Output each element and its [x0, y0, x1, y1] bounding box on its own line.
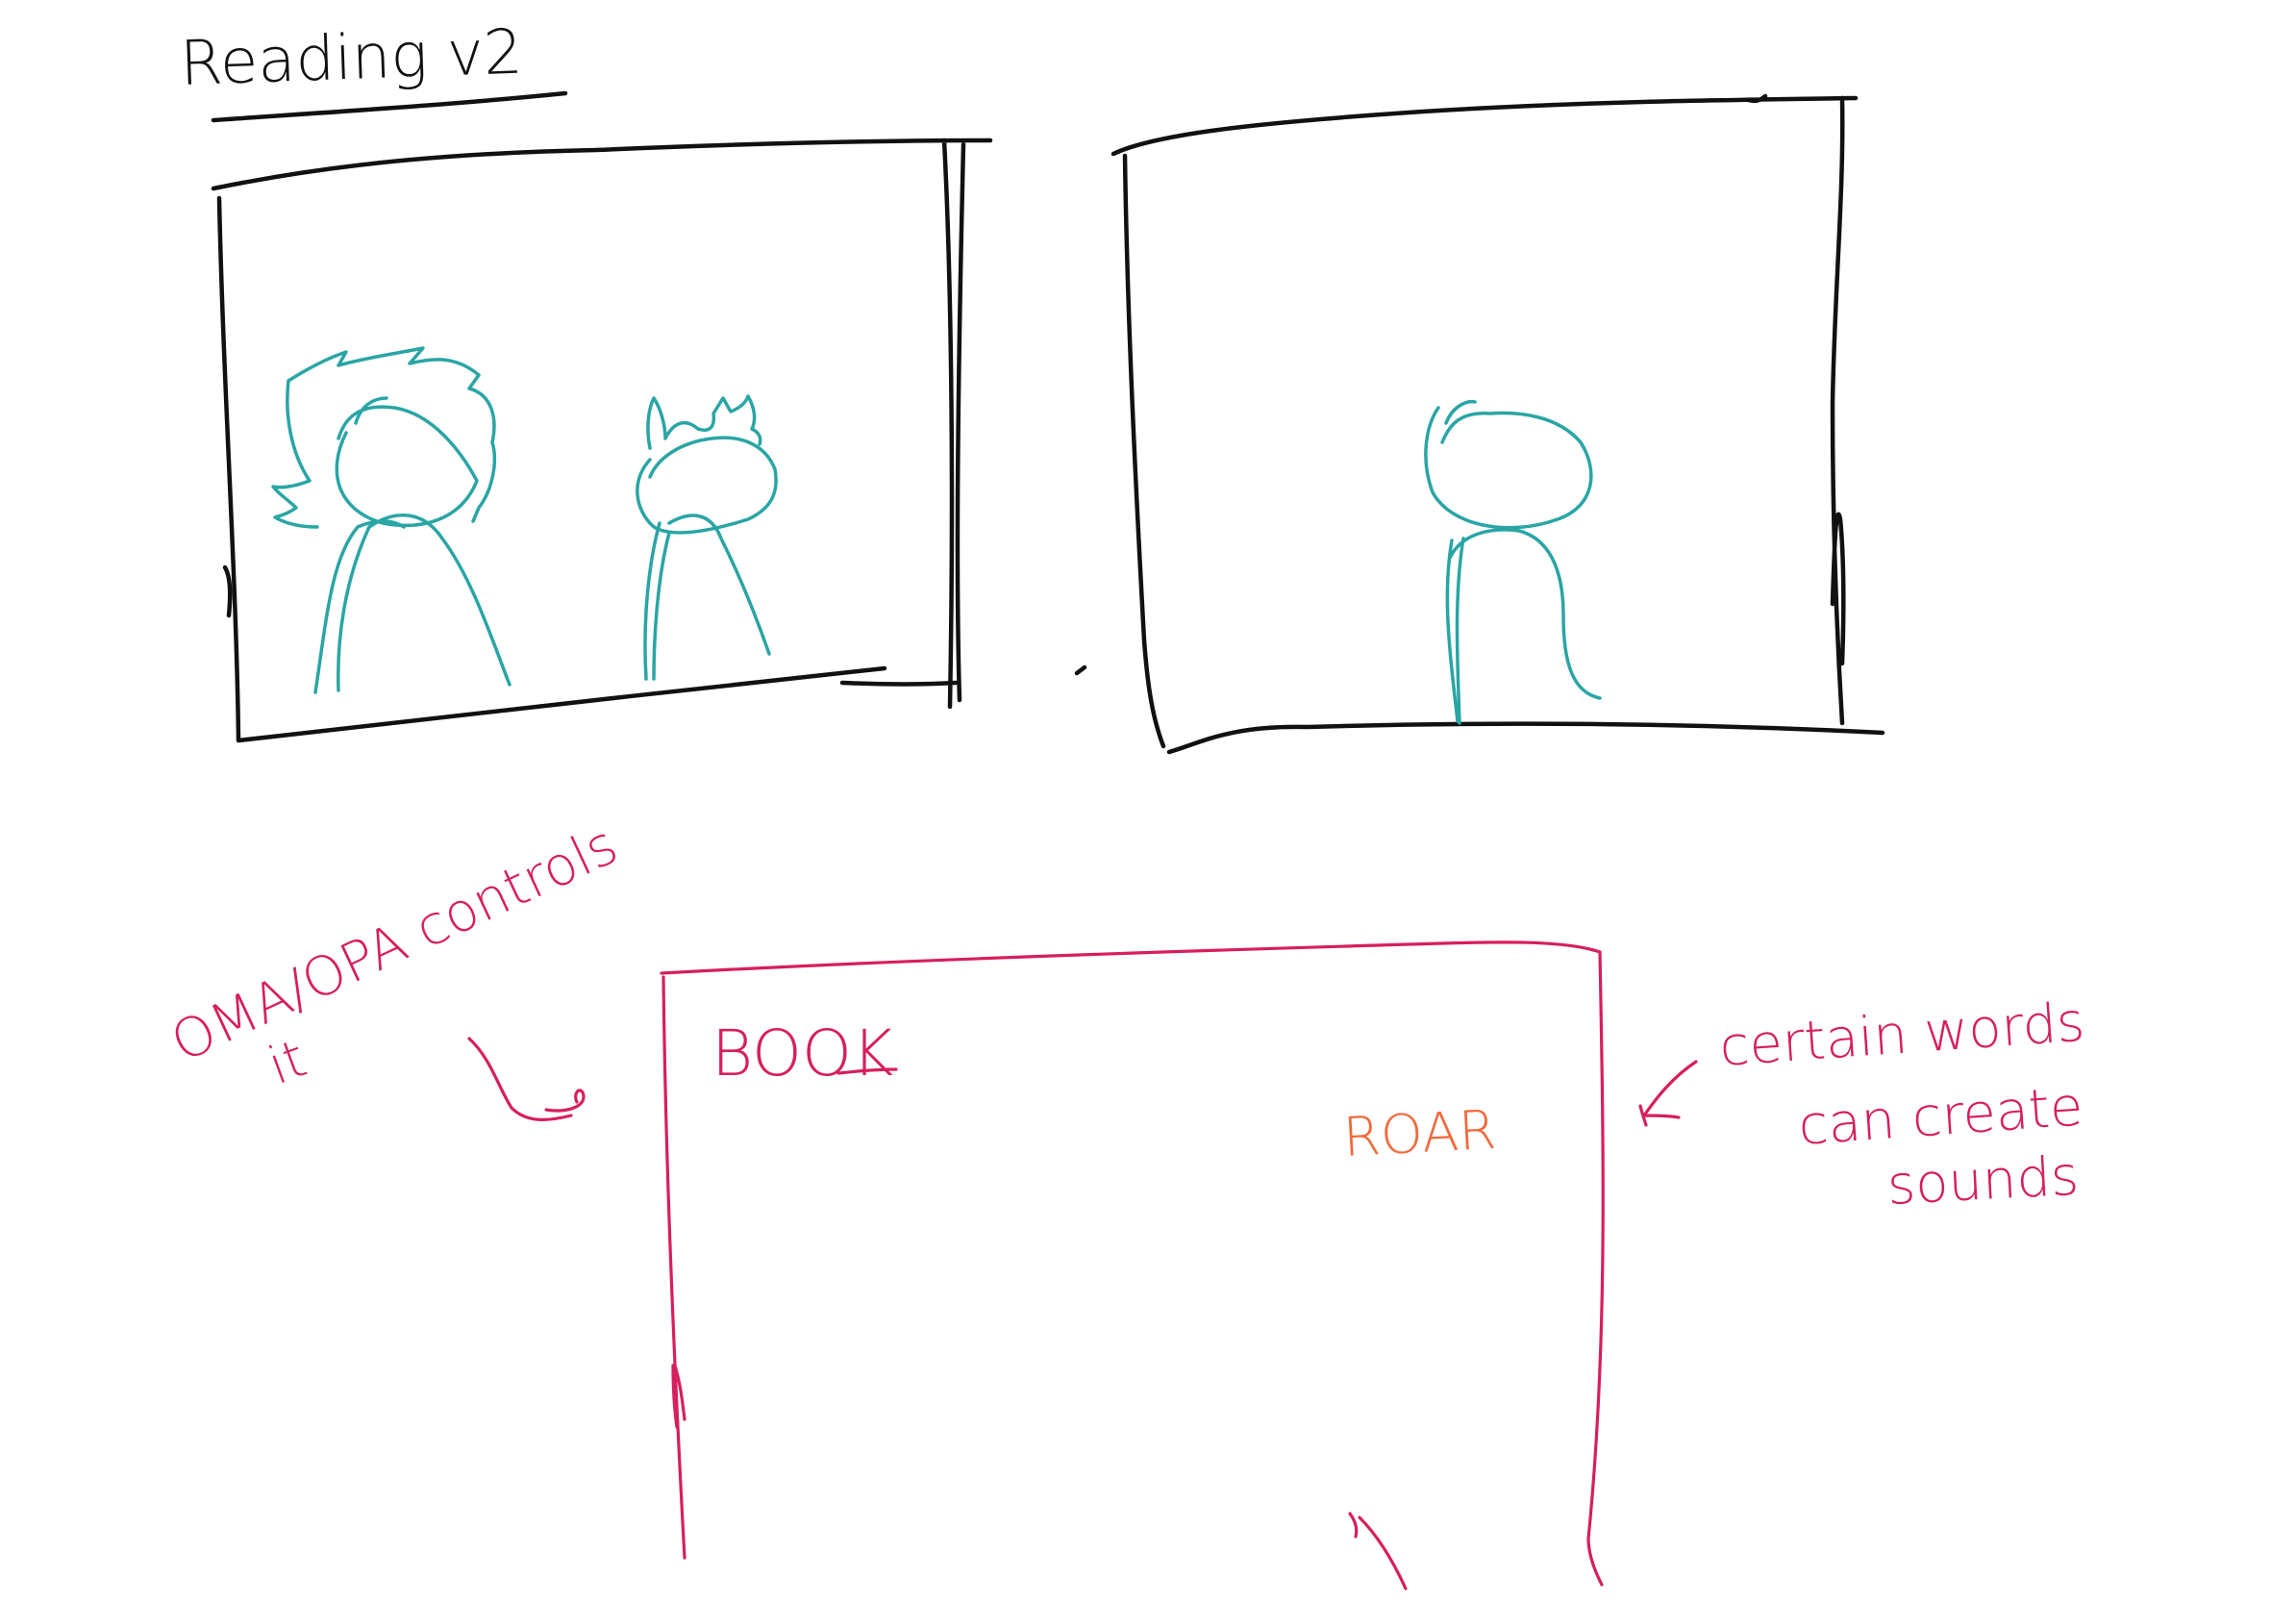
- storyboard-panel-right: [1074, 93, 1885, 755]
- character-child-hair: [646, 394, 762, 450]
- page-title: Reading v2: [179, 17, 524, 100]
- character-reader-body: [1445, 528, 1602, 725]
- annotation-left: OMA/OPA controls it: [162, 814, 627, 1121]
- book-label: BOOK: [711, 1016, 893, 1090]
- title-underline: [211, 90, 568, 123]
- character-adult-hair: [271, 346, 497, 529]
- character-child: [636, 394, 778, 681]
- sound-word[interactable]: ROAR: [1341, 1099, 1497, 1169]
- arrow-left-icon: [467, 1037, 586, 1121]
- arrow-right-icon: [1638, 1060, 1698, 1127]
- character-child-head: [636, 436, 778, 535]
- annotation-right-line2: can create: [1796, 1075, 2084, 1158]
- character-child-body: [643, 514, 771, 681]
- annotation-left-line2: it: [261, 1028, 314, 1097]
- character-adult-body: [313, 514, 512, 694]
- panel-left-frame: [211, 138, 993, 743]
- annotation-right-line3: sounds: [1885, 1145, 2080, 1217]
- annotation-left-line1: OMA/OPA controls: [162, 814, 627, 1075]
- annotation-right-line1: certain words: [1717, 991, 2086, 1079]
- storyboard-panel-left: [211, 138, 993, 743]
- character-adult-head: [335, 396, 479, 528]
- annotation-right: certain words can create sounds: [1638, 991, 2086, 1217]
- book-mockup: BOOK ROAR: [660, 940, 1605, 1591]
- panel-right-frame: [1111, 93, 1885, 755]
- book-label-underline: [836, 1067, 898, 1075]
- character-reader: [1424, 399, 1602, 725]
- book-frame: [660, 940, 1605, 1591]
- stray-mark: [1074, 664, 1087, 676]
- title-group: Reading v2: [179, 17, 568, 123]
- character-reader-head: [1424, 399, 1593, 530]
- character-adult: [271, 346, 512, 694]
